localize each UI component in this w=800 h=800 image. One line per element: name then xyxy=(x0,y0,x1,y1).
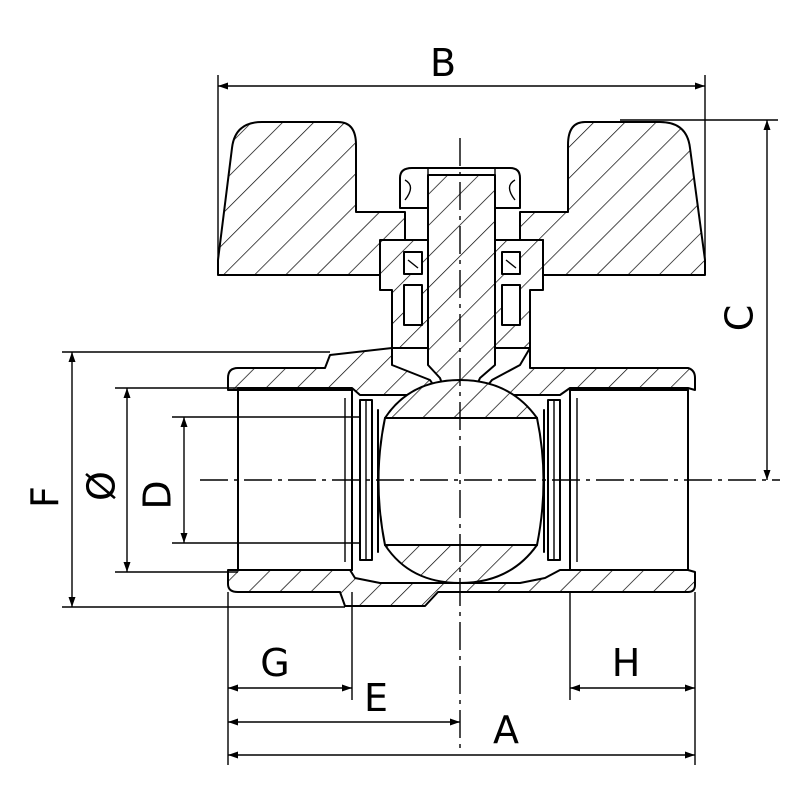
label-d: D xyxy=(136,480,180,509)
valve-stem xyxy=(427,174,496,401)
extension-lines xyxy=(62,75,778,765)
label-g: G xyxy=(260,641,289,685)
center-lines xyxy=(200,138,780,750)
label-e: E xyxy=(364,676,388,720)
label-a: A xyxy=(493,708,519,752)
label-h: H xyxy=(612,641,641,685)
dimension-arrows xyxy=(68,82,771,759)
valve-body xyxy=(227,347,696,607)
valve-ball xyxy=(377,379,545,584)
label-diameter: Ø xyxy=(80,471,124,501)
label-f: F xyxy=(24,486,68,508)
label-c: C xyxy=(718,305,762,332)
label-b: B xyxy=(430,41,456,85)
dimension-labels: B C F Ø D G H E A xyxy=(24,41,762,752)
butterfly-handle xyxy=(217,121,706,276)
